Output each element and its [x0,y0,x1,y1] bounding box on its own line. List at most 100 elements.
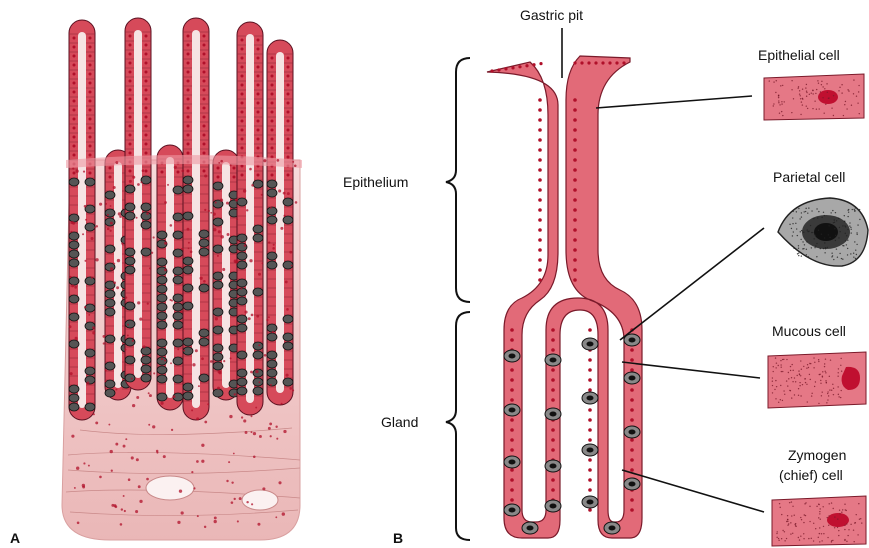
parietal-cell [253,342,263,350]
parietal-cell [173,276,183,284]
parietal-cell [173,213,183,221]
parietal-cell [213,362,223,370]
panel-a-illustration [62,18,302,540]
parietal-cell [173,249,183,257]
gland-parietal-cells [504,334,640,534]
parietal-cell [183,257,193,265]
parietal-cell [85,367,95,375]
epithelial-cell-illustration [764,74,864,120]
parietal-cell [125,356,135,364]
parietal-cell [105,308,115,316]
parietal-cell [85,349,95,357]
parietal-cell [125,374,135,382]
parietal-cell [237,297,247,305]
zymogen-cell-leader [622,470,764,512]
parietal-cell [141,374,151,382]
parietal-cell [125,203,135,211]
parietal-cell [283,378,293,386]
zymogen-label: Zymogen [788,447,846,463]
parietal-cell [157,348,167,356]
parietal-cell [69,313,79,321]
parietal-cell [157,339,167,347]
parietal-cell [237,315,247,323]
parietal-cell [183,185,193,193]
parietal-cell [183,383,193,391]
parietal-cell [183,212,193,220]
parietal-cell [173,375,183,383]
parietal-cell [183,338,193,346]
parietal-cell [125,212,135,220]
epithelial-cell-label: Epithelial cell [758,47,840,63]
parietal-cell [125,266,135,274]
parietal-cell [125,320,135,328]
parietal-cell [267,216,277,224]
parietal-cell [69,394,79,402]
epithelial-cell-leader [596,96,752,108]
parietal-cell [69,295,79,303]
parietal-cell [267,378,277,386]
parietal-cell [253,180,263,188]
parietal-cell [267,180,277,188]
mucous-cell-label: Mucous cell [772,323,846,339]
parietal-cell [173,231,183,239]
parietal-cell [69,403,79,411]
parietal-cell [69,340,79,348]
parietal-cell [105,191,115,199]
parietal-cell [183,302,193,310]
parietal-cell [213,218,223,226]
parietal-cell [85,403,95,411]
parietal-cell [105,335,115,343]
parietal-cell [69,259,79,267]
parietal-cell [237,261,247,269]
mucous-cell-leader [622,362,760,378]
parietal-cell [105,389,115,397]
parietal-cell [283,315,293,323]
parietal-cell [157,303,167,311]
parietal-cell [141,347,151,355]
parietal-cell [85,277,95,285]
parietal-cell [173,303,183,311]
parietal-cell [213,308,223,316]
chief-cell-label: (chief) cell [779,467,843,483]
parietal-cell [141,356,151,364]
panel-b-letter: B [393,530,403,546]
parietal-cell [267,207,277,215]
parietal-cell [173,186,183,194]
parietal-cell [157,258,167,266]
gland-bracket [446,312,470,540]
parietal-cell [125,338,135,346]
parietal-cell [183,266,193,274]
parietal-cell [267,360,277,368]
parietal-cell [85,223,95,231]
parietal-cell [237,252,247,260]
parietal-cell [253,351,263,359]
mucous-cell-illustration [768,352,866,408]
parietal-cell [237,279,247,287]
parietal-cell [157,285,167,293]
parietal-cell [183,284,193,292]
zymogen-cell-illustration [772,496,866,546]
parietal-cell [237,198,247,206]
gland-label: Gland [381,414,418,430]
parietal-cell [199,239,209,247]
gastric-pit-label: Gastric pit [520,7,583,23]
parietal-cell [69,178,79,186]
parietal-cell [141,176,151,184]
parietal-cell [173,312,183,320]
parietal-cell [283,216,293,224]
parietal-cell [157,276,167,284]
parietal-cell [125,302,135,310]
parietal-cell [69,232,79,240]
parietal-cell [141,203,151,211]
gland-lumen [276,52,284,393]
parietal-cell [199,338,209,346]
epithelium-label: Epithelium [343,174,408,190]
parietal-cell [237,387,247,395]
parietal-cell [69,385,79,393]
blood-vessel [242,490,278,510]
parietal-cell [253,378,263,386]
parietal-cell [267,369,277,377]
parietal-cell [85,178,95,186]
parietal-cell [141,365,151,373]
parietal-cell [213,326,223,334]
